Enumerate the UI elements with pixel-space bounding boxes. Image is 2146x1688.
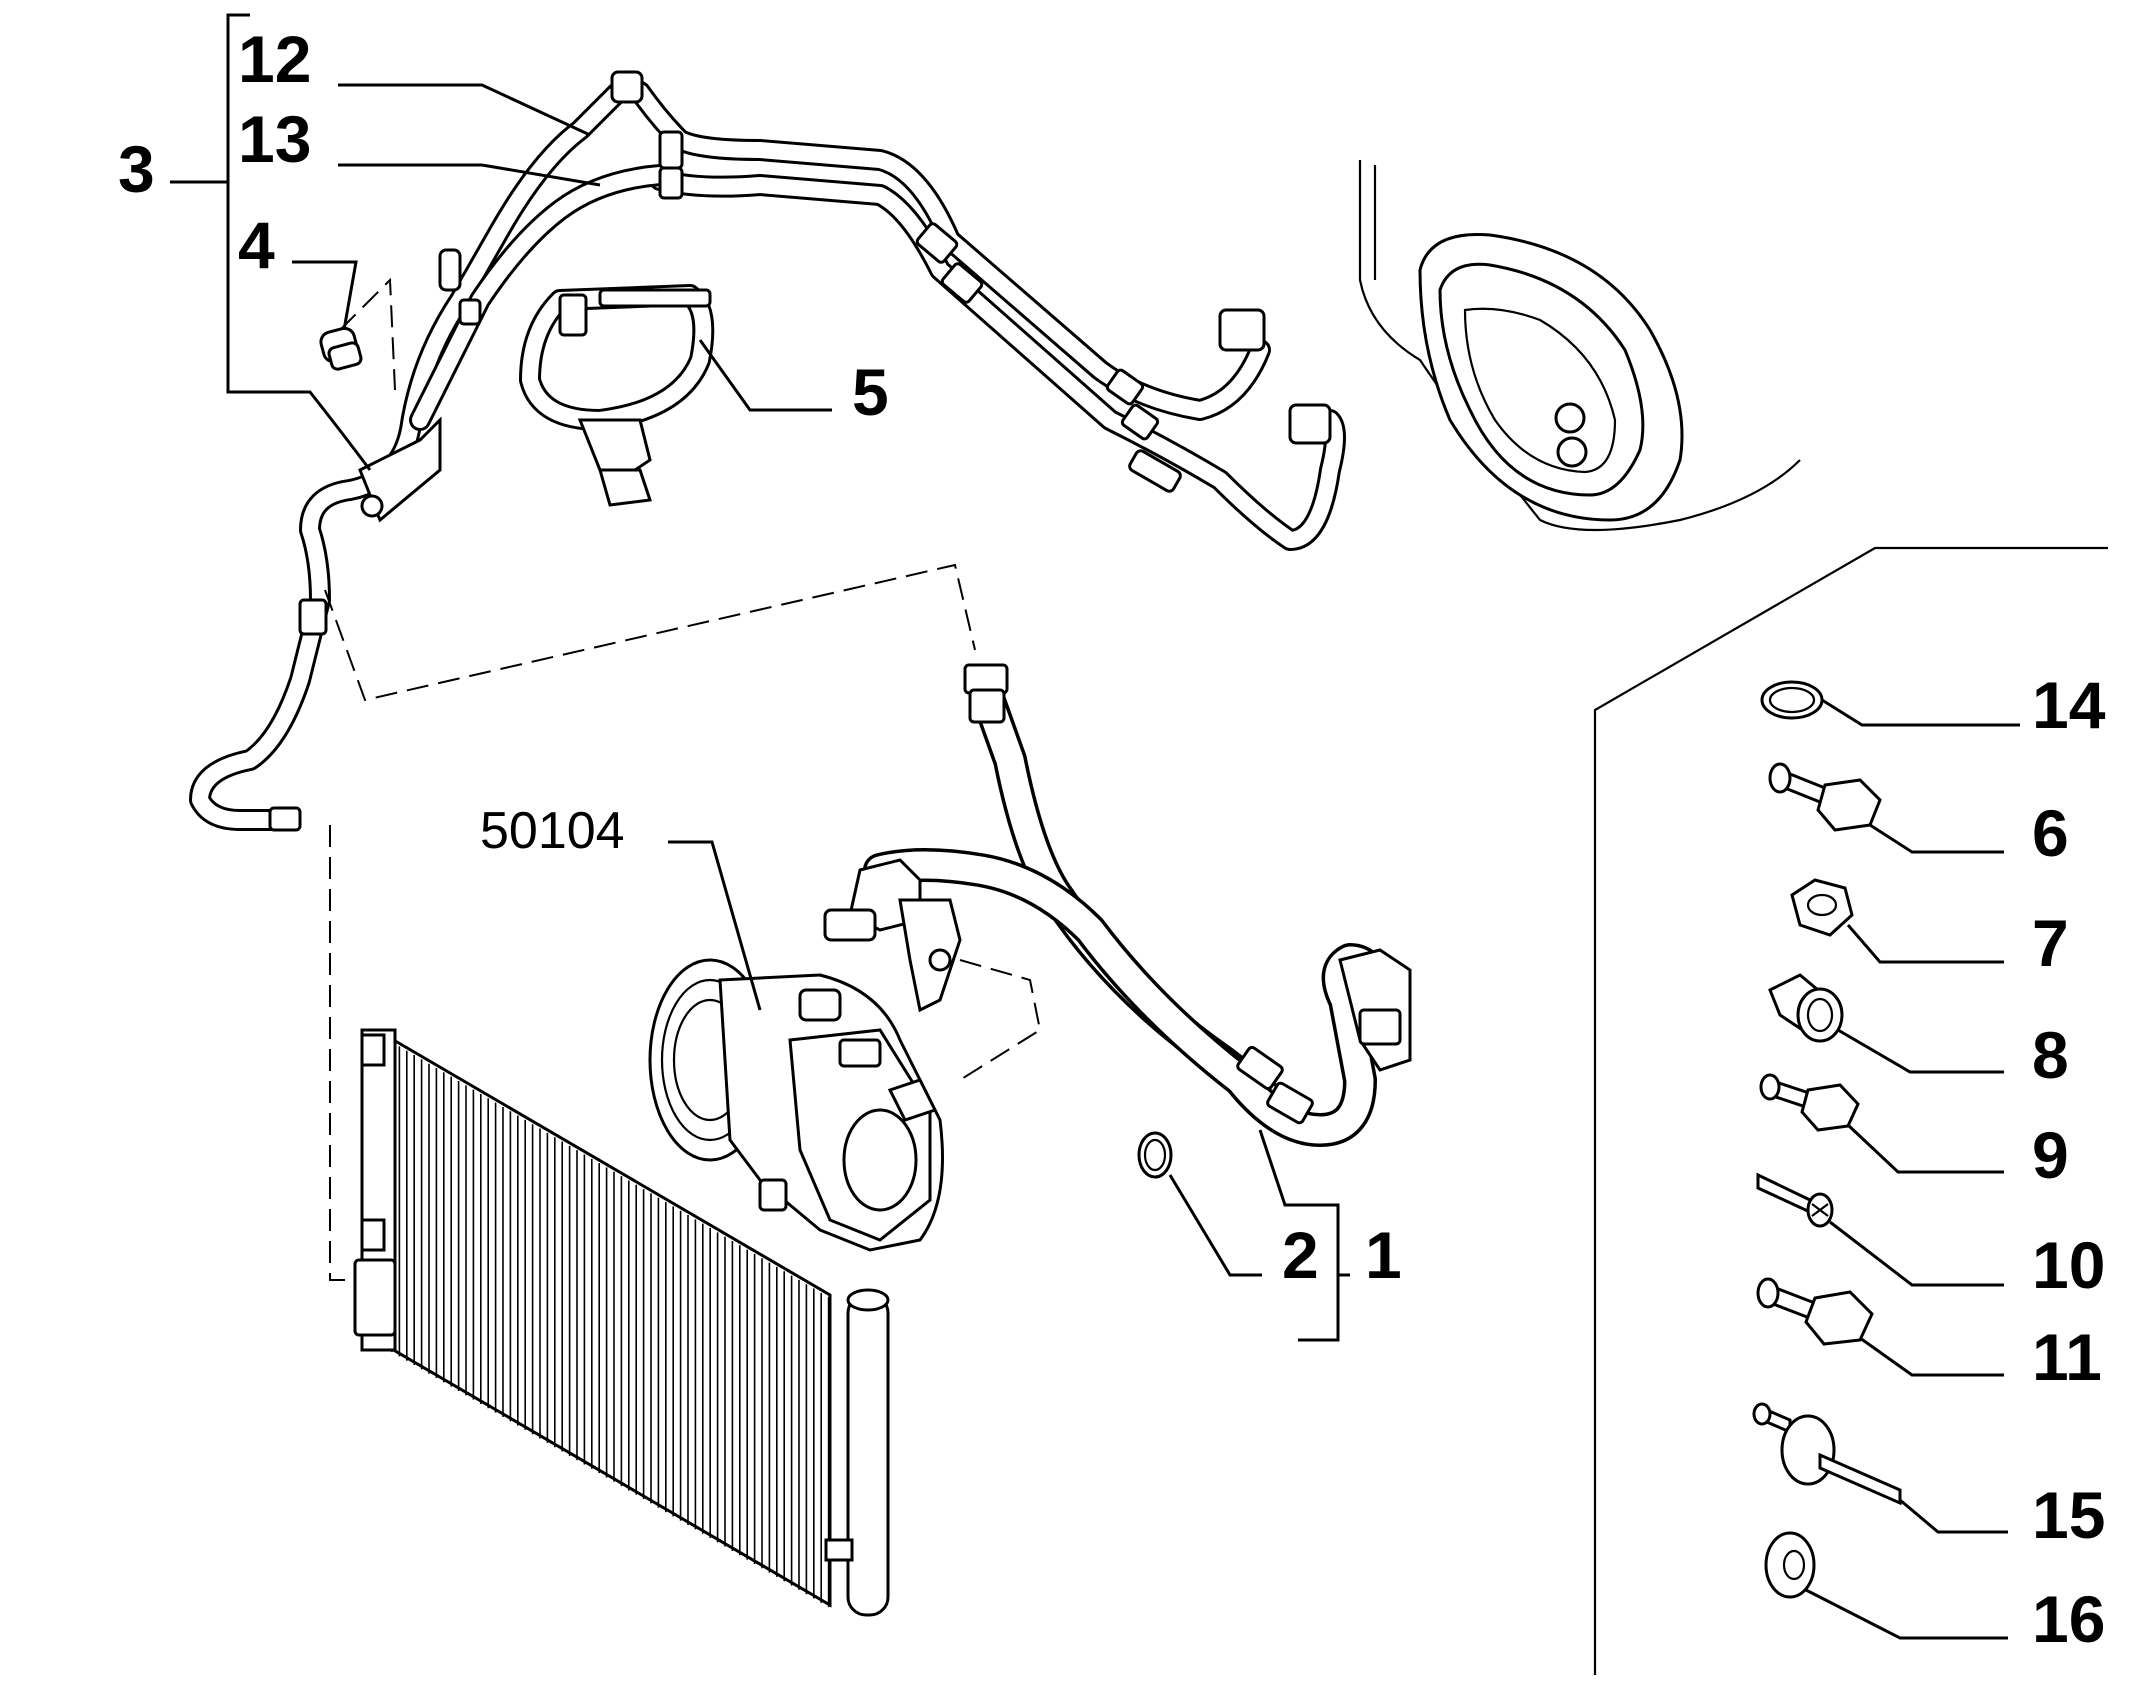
label-3: 3 — [118, 132, 155, 206]
label-8: 8 — [2032, 1018, 2069, 1092]
washer-part-16 — [1764, 1531, 1816, 1599]
hose-clamp-part-5 — [519, 284, 715, 507]
label-4: 4 — [238, 208, 275, 282]
label-6: 6 — [2032, 796, 2069, 870]
label-50104: 50104 — [480, 802, 625, 860]
compressor-50104 — [648, 958, 944, 1252]
label-5: 5 — [852, 355, 889, 429]
bolt-part-11 — [1756, 1277, 1874, 1346]
bolt-part-9 — [1759, 1073, 1860, 1132]
callout-labels: 12 13 3 4 5 50104 2 1 14 6 7 8 9 10 11 1… — [118, 22, 2106, 1656]
dashed-connections — [324, 563, 1042, 1281]
label-11: 11 — [2032, 1320, 2102, 1394]
pipe-assembly-12-13 — [189, 70, 1346, 832]
label-1: 1 — [1365, 1218, 1402, 1292]
label-13: 13 — [238, 102, 311, 176]
label-14: 14 — [2032, 668, 2106, 742]
label-12: 12 — [238, 22, 311, 96]
suction-hose-part-1 — [823, 663, 1412, 1147]
small-parts-panel — [1593, 546, 2108, 1675]
rivet-part-15 — [1752, 1402, 1902, 1506]
label-10: 10 — [2032, 1228, 2105, 1302]
label-7: 7 — [2032, 906, 2069, 980]
nut-part-7 — [1790, 878, 1854, 937]
label-15: 15 — [2032, 1478, 2105, 1552]
screw-part-10 — [1756, 1172, 1834, 1228]
leader-lines — [170, 13, 2020, 1640]
label-2: 2 — [1282, 1218, 1319, 1292]
valve-cap-part-4 — [319, 277, 396, 391]
sleeve-part-8 — [1768, 973, 1844, 1043]
condenser — [353, 1028, 890, 1617]
label-16: 16 — [2032, 1582, 2105, 1656]
vehicle-bulkhead — [1358, 160, 1801, 532]
label-9: 9 — [2032, 1118, 2069, 1192]
bolt-part-6 — [1768, 762, 1882, 832]
